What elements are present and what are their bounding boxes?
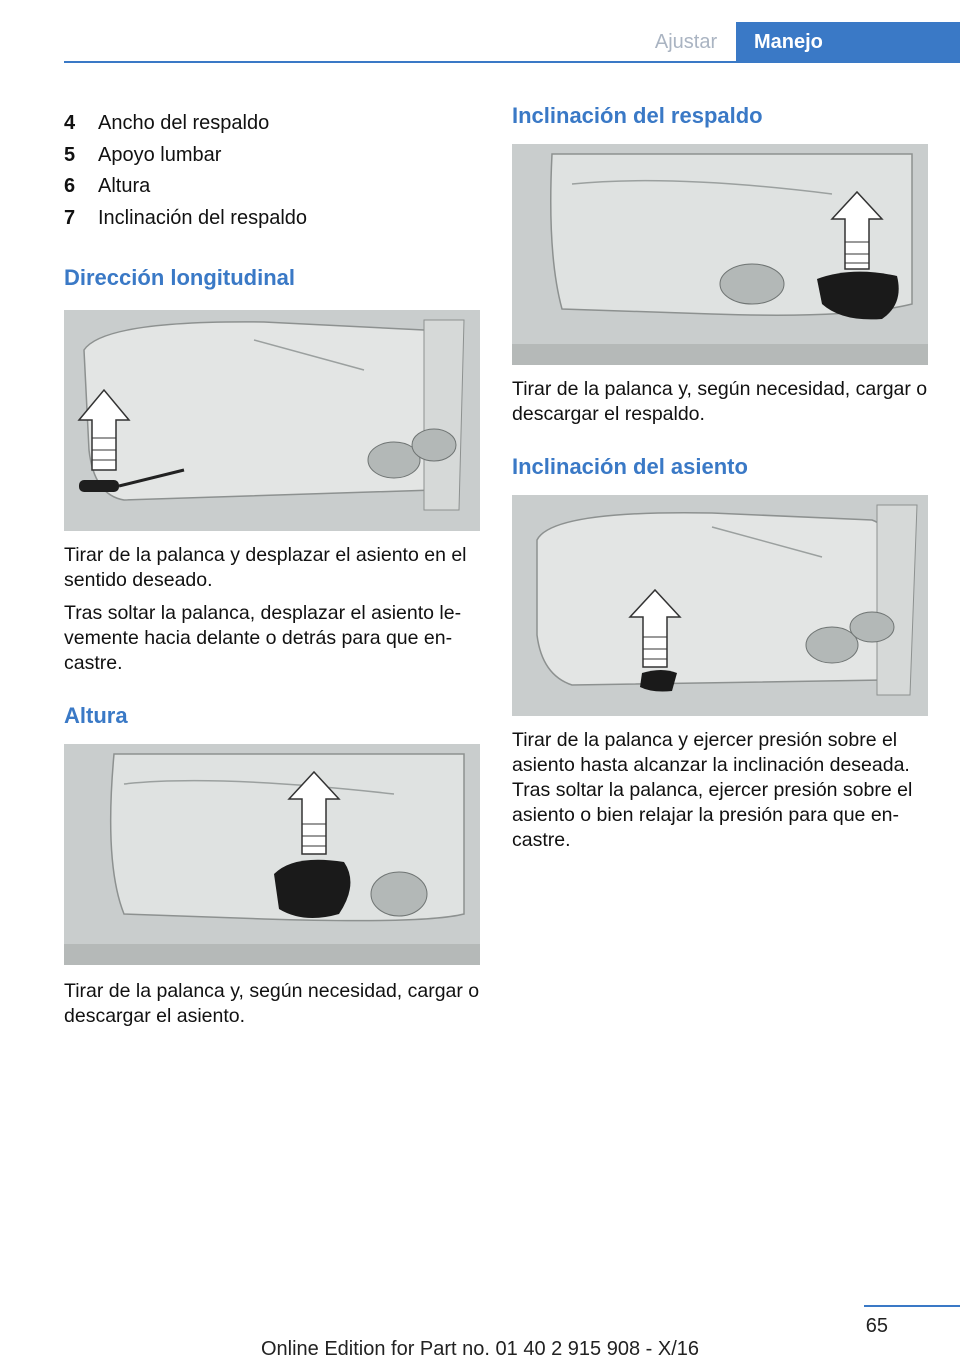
longitudinal-text-1: Tirar de la palanca y desplazar el asien… bbox=[64, 544, 467, 591]
tab-ajustar[interactable]: Ajustar bbox=[654, 30, 718, 53]
footer-rule bbox=[864, 1305, 960, 1307]
tab-manejo[interactable]: Manejo bbox=[736, 22, 960, 62]
header-rule bbox=[64, 61, 960, 63]
seat-longitudinal-figure bbox=[64, 310, 480, 531]
longitudinal-text-2: Tras soltar la palanca, desplazar el asi… bbox=[64, 602, 462, 674]
section-title-respaldo: Inclinación del respaldo bbox=[512, 103, 763, 128]
seat-height-figure bbox=[64, 744, 480, 965]
page-number: 65 bbox=[865, 1315, 888, 1337]
edition-footer: Online Edition for Part no. 01 40 2 915 … bbox=[260, 1338, 700, 1360]
section-title-longitudinal: Dirección longitudinal bbox=[64, 265, 296, 290]
asiento-text: Tirar de la palanca y ejercer presión so… bbox=[512, 729, 913, 851]
right-column: Inclinación del respaldo Tirar de la pal… bbox=[512, 100, 928, 853]
section-title-asiento: Inclinación del asiento bbox=[512, 454, 748, 479]
seat-tilt-figure bbox=[512, 495, 928, 716]
section-title-altura: Altura bbox=[64, 703, 128, 728]
respaldo-text: Tirar de la palanca y, según necesidad, … bbox=[512, 378, 928, 425]
altura-text: Tirar de la palanca y, según necesidad, … bbox=[64, 980, 480, 1027]
backrest-angle-figure bbox=[512, 144, 928, 365]
